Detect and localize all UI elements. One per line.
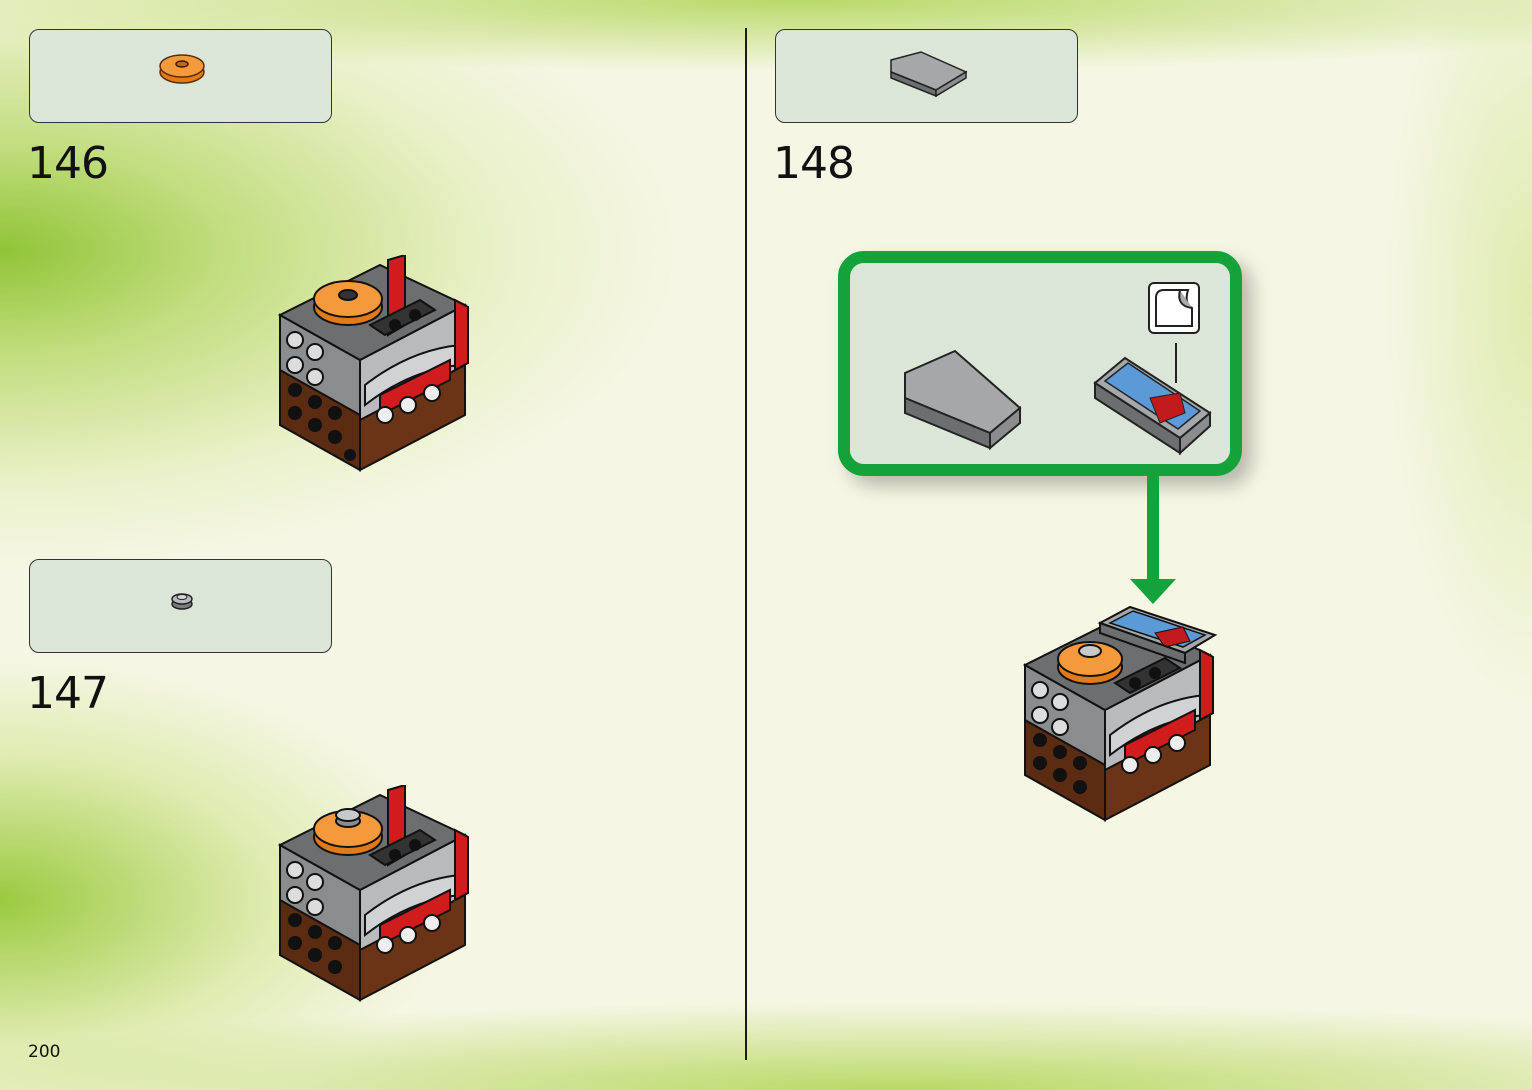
gray-plate-added-icon bbox=[270, 785, 475, 1005]
page-number: 200 bbox=[28, 1042, 60, 1062]
sticker-indicator-icon bbox=[1148, 282, 1200, 334]
orange-round-plate-icon bbox=[30, 30, 333, 124]
model-step-146 bbox=[270, 255, 475, 479]
page-divider bbox=[745, 28, 747, 1060]
model-step-148 bbox=[1015, 605, 1220, 834]
step-number-146: 146 bbox=[27, 138, 108, 189]
model-step-147 bbox=[270, 785, 475, 1009]
curved-slope-icon bbox=[776, 30, 1079, 124]
gray-round-plate-icon bbox=[30, 560, 333, 654]
parts-callout-146 bbox=[29, 29, 332, 123]
curved-slope-added-icon bbox=[1015, 605, 1220, 830]
step-number-148: 148 bbox=[773, 138, 854, 189]
orange-plate-added-icon bbox=[270, 255, 475, 475]
parts-callout-148 bbox=[775, 29, 1078, 123]
step-number-147: 147 bbox=[27, 668, 108, 719]
parts-callout-147 bbox=[29, 559, 332, 653]
sticker-peel-icon bbox=[1150, 284, 1198, 332]
assembly-arrow-icon bbox=[1128, 476, 1178, 606]
